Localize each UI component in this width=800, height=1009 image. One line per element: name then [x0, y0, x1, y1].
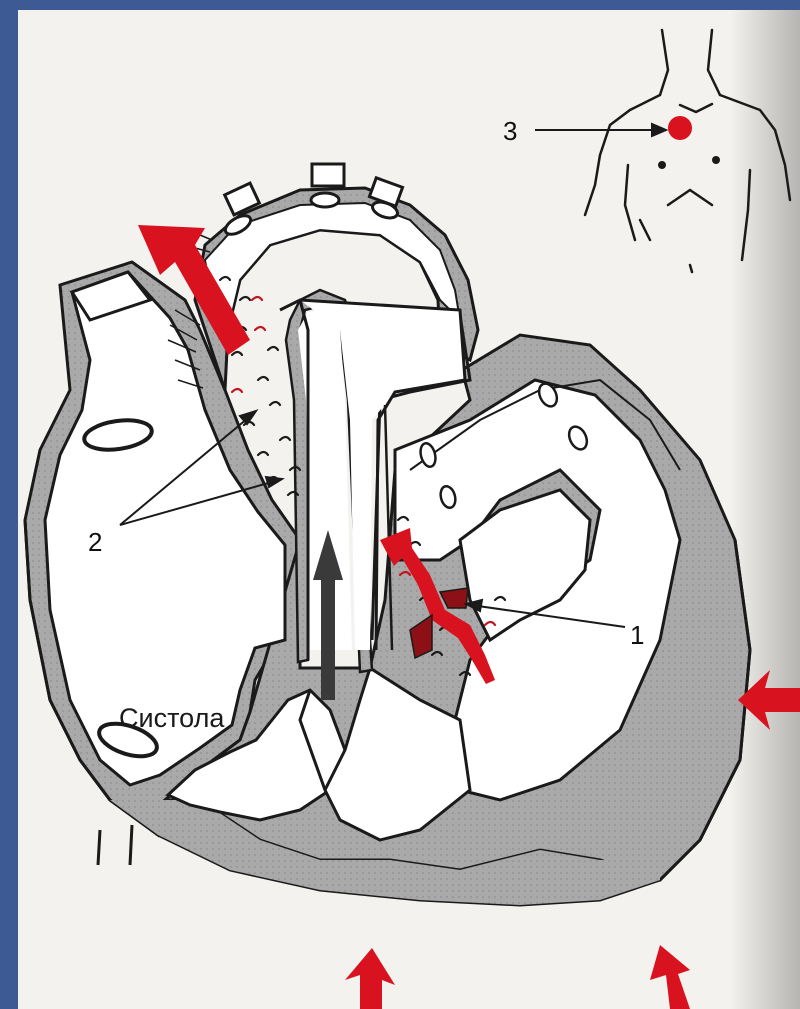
nipple-dot — [658, 161, 666, 169]
nipple-dot — [712, 156, 720, 164]
figure-caption: Систола — [119, 703, 224, 734]
wall-compression-arrow — [345, 948, 395, 1009]
auscultation-point-icon — [668, 116, 692, 140]
label-3: 3 — [503, 116, 517, 147]
wall-compression-arrow — [650, 945, 690, 1009]
label-2: 2 — [88, 527, 102, 558]
label-1: 1 — [630, 620, 644, 651]
chest-inset — [585, 30, 790, 272]
